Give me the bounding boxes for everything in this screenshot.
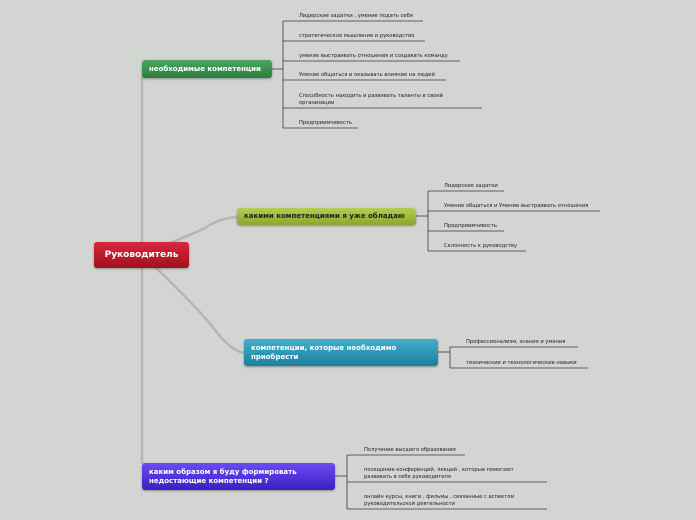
- branch-how-to-develop[interactable]: каким образом я буду формировать недоста…: [142, 463, 335, 490]
- leaf-enterprise-have[interactable]: Предприимчивость: [444, 223, 497, 229]
- leaf-technical-skills[interactable]: технические и технологические навыки: [466, 360, 577, 366]
- leaf-higher-education[interactable]: Получение высшего образования: [364, 447, 456, 453]
- leaf-conferences[interactable]: посещение конференций, лекций , которые …: [364, 467, 514, 480]
- branch-competencies-to-acquire[interactable]: компетенции, которые необходимо приобрес…: [244, 339, 438, 366]
- branch-label: какими компетенциями я уже обладаю: [244, 212, 405, 220]
- leaf-influence[interactable]: Умение общаться и оказывать влияние на л…: [299, 72, 435, 78]
- leaf-leaning-management[interactable]: Склонность к руководству: [444, 243, 518, 249]
- branch-current-competencies[interactable]: какими компетенциями я уже обладаю: [237, 208, 416, 225]
- root-label: Руководитель: [104, 250, 179, 260]
- leaf-professionalism[interactable]: Профессионализм, знания и умения: [466, 339, 566, 345]
- leaf-online-courses[interactable]: онлайн курсы, книги , фильмы , связанные…: [364, 494, 515, 507]
- link-root-acquire: [148, 260, 246, 355]
- branch-required-competencies[interactable]: необходимые компетенции: [142, 60, 272, 78]
- leaf-build-team[interactable]: умение выстраивать отношения и создавать…: [299, 53, 448, 59]
- leaf-communication-have[interactable]: Умение общаться и Умение выстраивать отн…: [444, 203, 589, 209]
- leaf-leadership-have[interactable]: Лидерские задатки: [444, 183, 498, 189]
- root-node[interactable]: Руководитель: [94, 242, 189, 268]
- branch-label: каким образом я буду формировать недоста…: [149, 467, 297, 485]
- branch-label: компетенции, которые необходимо приобрес…: [251, 343, 397, 361]
- leaf-leadership[interactable]: Лидерские задатки , умение подать себя: [299, 13, 413, 19]
- leaf-enterprise[interactable]: Предприимчивость: [299, 120, 352, 126]
- leaf-strategic-thinking[interactable]: стратегическое мышление и руководство: [299, 33, 415, 39]
- branch-label: необходимые компетенции: [149, 64, 261, 73]
- leaf-talents[interactable]: Способность находить и развивать таланты…: [299, 93, 443, 106]
